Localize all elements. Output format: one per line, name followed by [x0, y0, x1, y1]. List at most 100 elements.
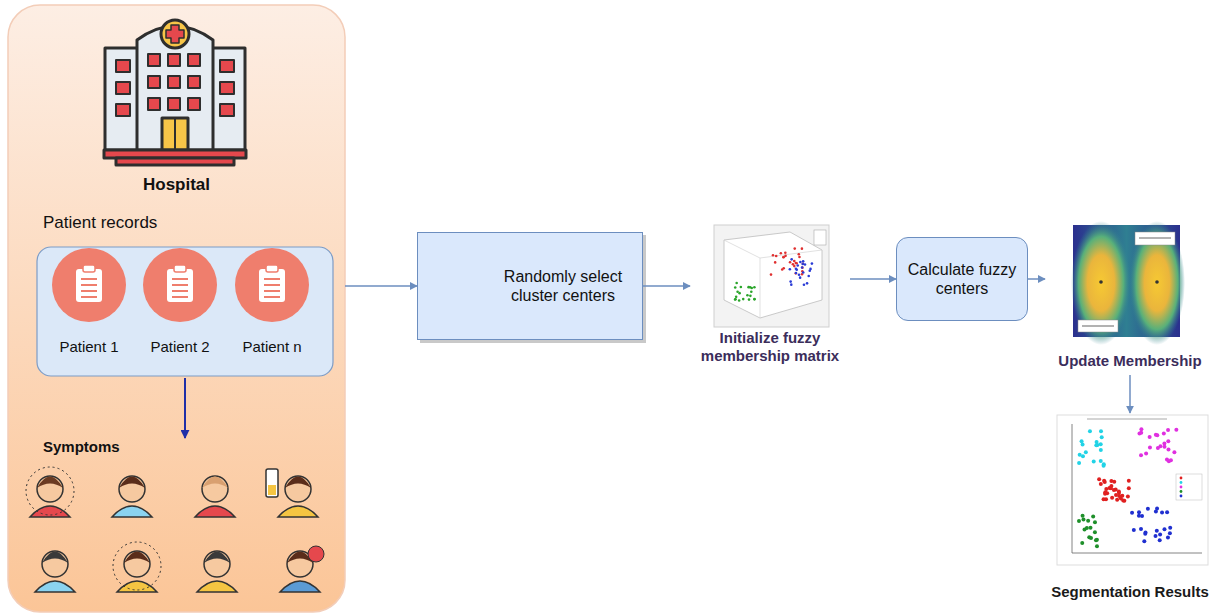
node-label: Segmentation Results [1040, 583, 1220, 601]
symptom-body [195, 506, 235, 517]
symptoms-group: Symptoms [35, 438, 335, 608]
point [1165, 510, 1169, 514]
clipboard-line [264, 278, 280, 280]
point [1102, 464, 1106, 468]
flow-arrow [850, 278, 896, 280]
point [1148, 445, 1152, 449]
point [1080, 439, 1084, 443]
point [1104, 497, 1108, 501]
point [1077, 461, 1081, 465]
symptom-body [30, 506, 70, 517]
point [1091, 515, 1095, 519]
records-box [37, 247, 333, 376]
point [1087, 535, 1091, 539]
window [188, 76, 200, 88]
point [1107, 486, 1111, 490]
point [801, 263, 804, 266]
patient-circle [235, 248, 309, 322]
point [1154, 510, 1158, 514]
point [738, 292, 741, 295]
point [1166, 428, 1170, 432]
point [1117, 491, 1121, 495]
window [220, 82, 234, 94]
point [1094, 443, 1098, 447]
node-label: Patient 2 [136, 338, 224, 356]
point [795, 267, 798, 270]
image-step: Segmentation Results [1040, 413, 1220, 610]
point [1142, 539, 1146, 543]
patient-circle [143, 248, 217, 322]
window [188, 54, 200, 66]
point [1109, 479, 1113, 483]
point [1139, 453, 1143, 457]
point [1126, 495, 1130, 499]
window [168, 76, 180, 88]
point [1099, 442, 1103, 446]
node-label: Update Membership [1045, 352, 1215, 370]
point [734, 298, 737, 301]
symptom-halo [26, 467, 74, 515]
segmentation-points [1077, 427, 1182, 548]
point [1092, 459, 1096, 463]
process-box: Randomly select cluster centers [417, 232, 643, 340]
point [798, 273, 801, 276]
patient-circle [52, 248, 126, 322]
point [1166, 439, 1170, 443]
symptom-hair [285, 477, 311, 489]
point [806, 282, 809, 285]
point [782, 256, 785, 259]
point [749, 286, 752, 289]
clipboard-line [172, 296, 188, 298]
point [801, 266, 804, 269]
symptom-hair [119, 477, 145, 489]
clipboard-line [172, 284, 188, 286]
point [1105, 491, 1109, 495]
point [1132, 528, 1136, 532]
clipboard-line [264, 296, 280, 298]
point [794, 272, 797, 275]
window [168, 98, 180, 110]
point [1095, 538, 1099, 542]
point [1174, 428, 1178, 432]
point [790, 258, 793, 261]
point [793, 247, 796, 250]
point [789, 261, 792, 264]
window [168, 54, 180, 66]
point [1127, 479, 1131, 483]
point [1130, 511, 1134, 515]
point [735, 296, 738, 299]
point [753, 298, 756, 301]
battery-level [268, 485, 276, 495]
flow-arrow [345, 285, 417, 287]
symptom-head [285, 476, 311, 502]
point [748, 298, 751, 301]
clipboard-line [264, 290, 280, 292]
point [770, 273, 773, 276]
point [753, 298, 756, 301]
point [797, 253, 800, 256]
symptom-hair [37, 477, 63, 489]
window [220, 104, 234, 116]
point [1077, 519, 1081, 523]
point [799, 276, 802, 279]
point [1162, 432, 1166, 436]
point [1097, 477, 1101, 481]
node-label: Patient n [228, 338, 316, 356]
point [1099, 459, 1103, 463]
symptom-head [204, 551, 230, 577]
node-label: Symptoms [43, 438, 120, 456]
window [188, 98, 200, 110]
point [774, 261, 777, 264]
point [742, 298, 745, 301]
point [738, 299, 741, 302]
node-label: Patient records [43, 213, 157, 233]
point [734, 298, 737, 301]
point [1140, 514, 1144, 518]
point [795, 268, 798, 271]
node-label: Calculate fuzzy centers [905, 260, 1019, 298]
patient-node: Patient 2 [136, 246, 224, 362]
point [802, 271, 805, 274]
point [1086, 519, 1090, 523]
point [1080, 541, 1084, 545]
